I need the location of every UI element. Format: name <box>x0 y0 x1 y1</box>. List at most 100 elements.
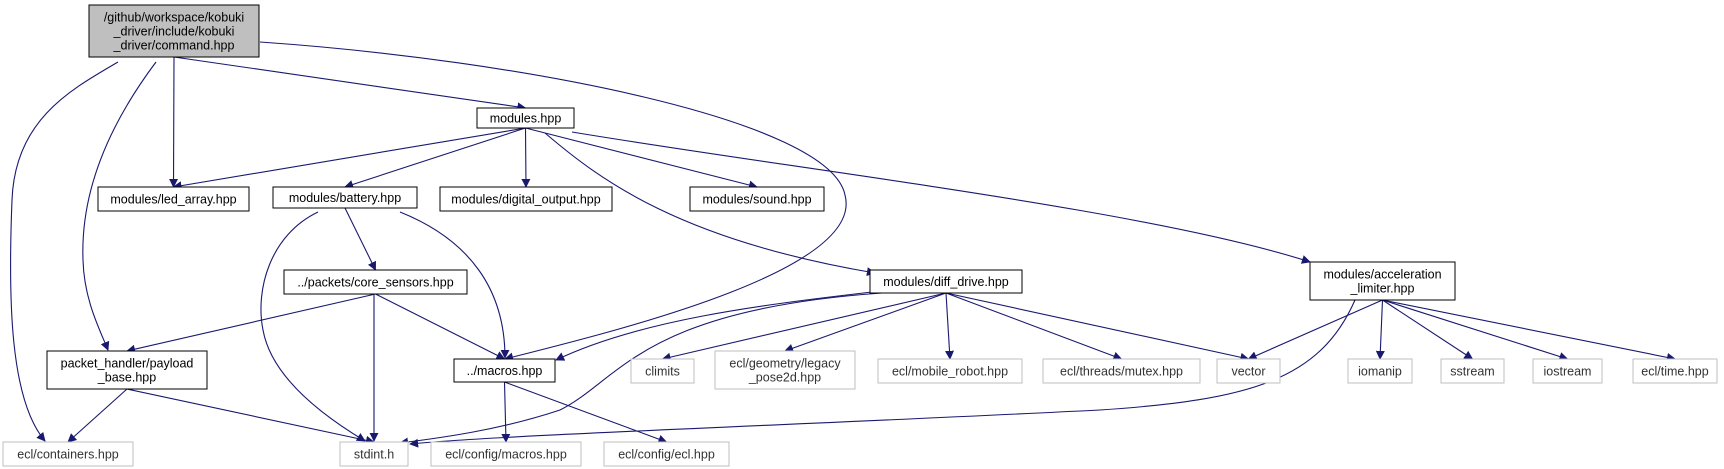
node-modules[interactable]: modules.hpp <box>476 107 575 129</box>
node-led_array[interactable]: modules/led_array.hpp <box>97 186 250 212</box>
node-label-line: ecl/config/macros.hpp <box>445 448 567 462</box>
node-label-line: ecl/mobile_robot.hpp <box>892 365 1008 379</box>
node-box <box>283 269 468 295</box>
edge-battery-to-macros <box>399 211 510 359</box>
edge-acceleration_limiter-to-vector <box>1247 299 1383 360</box>
edge-modules-to-acceleration_limiter <box>571 131 1311 264</box>
node-vector: vector <box>1216 358 1281 384</box>
node-layer: /github/workspace/kobuki_driver/include/… <box>2 4 1718 467</box>
node-box <box>869 269 1023 294</box>
node-label-line: modules/digital_output.hpp <box>451 193 600 207</box>
node-label-line: modules.hpp <box>490 112 562 126</box>
edge-modules-to-led_array <box>172 127 526 191</box>
node-climits: climits <box>630 358 695 384</box>
edge-core_sensors-to-macros <box>375 293 506 360</box>
edge-battery-to-core_sensors <box>344 207 376 271</box>
edge-diff_drive-to-mobile_robot <box>945 292 955 360</box>
node-box <box>630 358 695 384</box>
node-label-line: modules/acceleration <box>1323 268 1441 282</box>
node-box <box>2 441 134 467</box>
node-diff_drive[interactable]: modules/diff_drive.hpp <box>869 269 1023 294</box>
node-box <box>877 358 1023 384</box>
edge-layer <box>9 41 1676 448</box>
node-box <box>453 358 556 383</box>
node-mobile_robot: ecl/mobile_robot.hpp <box>877 358 1023 384</box>
node-battery[interactable]: modules/battery.hpp <box>272 186 418 209</box>
node-box <box>439 186 613 212</box>
node-box <box>272 186 418 209</box>
node-config_ecl: ecl/config/ecl.hpp <box>603 441 730 467</box>
node-label-line: ../packets/core_sensors.hpp <box>297 276 453 290</box>
node-legacy_pose2d: ecl/geometry/legacy_pose2d.hpp <box>714 350 856 390</box>
node-label-line: packet_handler/payload <box>61 357 194 371</box>
node-label-line: vector <box>1231 365 1265 379</box>
edge-modules-to-diff_drive <box>544 132 876 277</box>
node-label-line: modules/diff_drive.hpp <box>883 275 1009 289</box>
node-ecl_time: ecl/time.hpp <box>1632 358 1718 384</box>
node-acceleration_limiter[interactable]: modules/acceleration_limiter.hpp <box>1309 261 1456 301</box>
node-sstream: sstream <box>1440 358 1505 384</box>
node-iostream: iostream <box>1532 358 1603 384</box>
node-label-line: _pose2d.hpp <box>748 371 821 385</box>
node-stdint: stdint.h <box>339 441 409 467</box>
node-macros[interactable]: ../macros.hpp <box>453 358 556 383</box>
edge-payload_base-to-stdint <box>126 388 375 445</box>
node-command[interactable]: /github/workspace/kobuki_driver/include/… <box>88 4 260 58</box>
edge-diff_drive-to-climits <box>661 292 947 362</box>
node-digital_output[interactable]: modules/digital_output.hpp <box>439 186 613 212</box>
node-label-line: iomanip <box>1358 365 1402 379</box>
node-box <box>1440 358 1505 384</box>
node-box <box>46 350 208 390</box>
edge-modules-to-digital_output <box>521 127 531 188</box>
node-label-line: ecl/threads/mutex.hpp <box>1060 365 1183 379</box>
node-box <box>1042 358 1201 384</box>
edge-command-to-payload_base <box>82 61 157 351</box>
edge-diff_drive-to-vector <box>945 292 1250 362</box>
node-label-line: sstream <box>1450 365 1494 379</box>
node-box <box>97 186 250 212</box>
edge-macros-to-config_macros <box>501 381 511 443</box>
edge-command-to-macros <box>259 41 847 362</box>
edge-acceleration_limiter-to-stdint <box>409 299 1356 448</box>
edge-command-to-containers <box>9 61 119 442</box>
node-mutex: ecl/threads/mutex.hpp <box>1042 358 1201 384</box>
node-box <box>476 107 575 129</box>
edge-acceleration_limiter-to-iomanip <box>1375 299 1385 360</box>
edge-battery-to-stdint <box>260 211 366 442</box>
node-box <box>1532 358 1603 384</box>
node-label-line: _limiter.hpp <box>1350 282 1415 296</box>
node-label-line: modules/led_array.hpp <box>110 193 236 207</box>
node-payload_base[interactable]: packet_handler/payload_base.hpp <box>46 350 208 390</box>
edge-diff_drive-to-mutex <box>945 292 1123 361</box>
edge-core_sensors-to-payload_base <box>126 293 376 354</box>
edge-modules-to-sound <box>525 127 758 190</box>
node-box <box>603 441 730 467</box>
edge-diff_drive-to-legacy_pose2d <box>784 292 947 353</box>
node-box <box>714 350 856 390</box>
node-label-line: ecl/geometry/legacy <box>729 357 841 371</box>
node-sound[interactable]: modules/sound.hpp <box>689 186 825 212</box>
node-containers: ecl/containers.hpp <box>2 441 134 467</box>
node-label-line: iostream <box>1544 365 1592 379</box>
node-label-line: ecl/config/ecl.hpp <box>618 448 715 462</box>
node-core_sensors[interactable]: ../packets/core_sensors.hpp <box>283 269 468 295</box>
edge-diff_drive-to-macros <box>555 291 873 361</box>
node-label-line: _driver/command.hpp <box>113 39 235 53</box>
node-config_macros: ecl/config/macros.hpp <box>430 441 582 467</box>
node-iomanip: iomanip <box>1347 358 1413 384</box>
node-label-line: modules/sound.hpp <box>702 193 811 207</box>
node-label-line: _base.hpp <box>97 371 156 385</box>
edge-modules-to-battery <box>344 127 526 189</box>
edge-command-to-modules <box>173 56 527 112</box>
node-label-line: stdint.h <box>354 448 394 462</box>
node-box <box>1632 358 1718 384</box>
edge-acceleration_limiter-to-ecl_time <box>1382 299 1676 362</box>
node-box <box>1216 358 1281 384</box>
edge-command-to-led_array <box>169 56 179 188</box>
node-box <box>430 441 582 467</box>
node-box <box>1347 358 1413 384</box>
node-label-line: /github/workspace/kobuki <box>104 11 244 25</box>
edge-diff_drive-to-stdint <box>399 292 883 447</box>
node-label-line: modules/battery.hpp <box>289 191 401 205</box>
